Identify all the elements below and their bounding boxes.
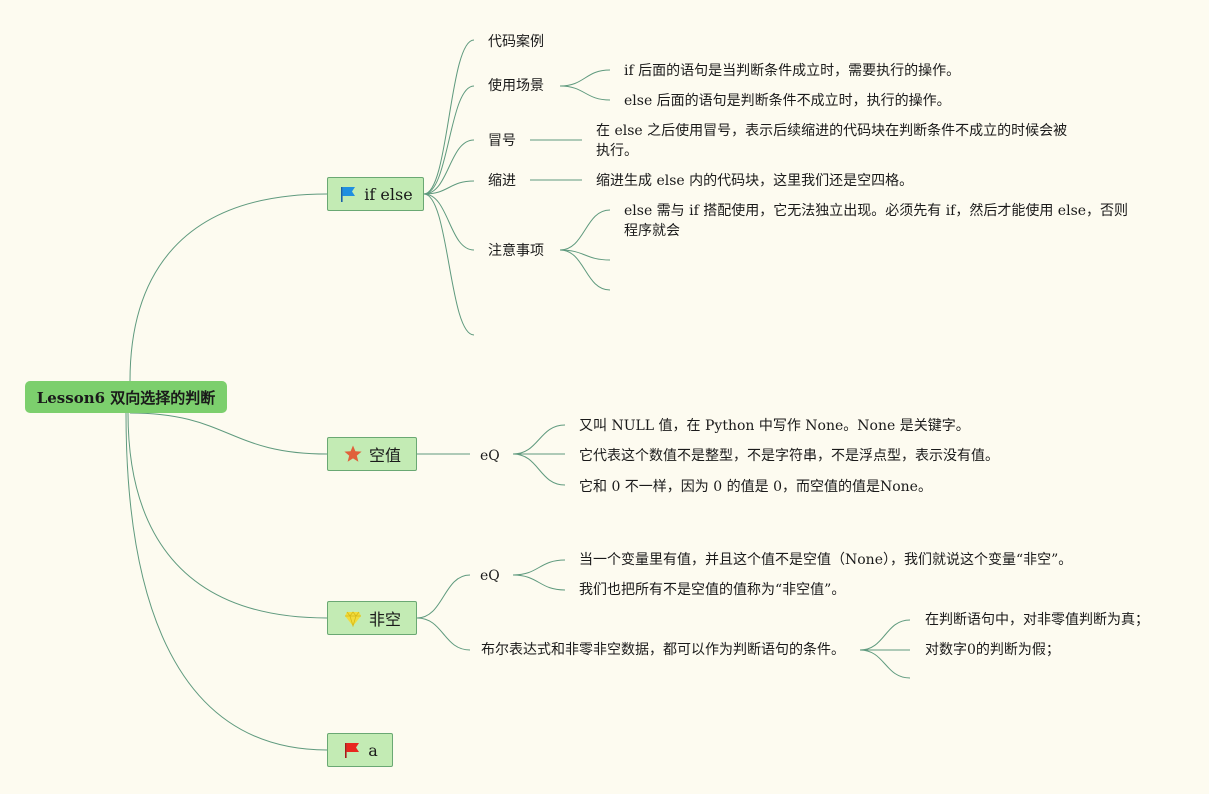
- topic-notes-detail[interactable]: else 需与 if 搭配使用，它无法独立出现。必须先有 if，然后才能使用 e…: [624, 203, 1129, 239]
- topic-indent-detail[interactable]: 缩进生成 else 内的代码块，这里我们还是空四格。: [596, 173, 914, 189]
- edge-usecase-2: [559, 85, 611, 101]
- edge-root-null: [129, 412, 328, 455]
- edge-ifelse-c3: [423, 139, 475, 195]
- branch-if-else-label: if else: [364, 184, 413, 204]
- edge-notes-1: [559, 209, 611, 251]
- edge-null-item-1: [512, 424, 566, 455]
- blue-flag-icon: [338, 184, 358, 204]
- edge-notes-3: [559, 249, 611, 291]
- edge-root-ifelse: [129, 193, 328, 382]
- central-topic-label: Lesson6 双向选择的判断: [36, 388, 216, 407]
- edge-nonnull-bool: [416, 617, 471, 651]
- branch-non-null-label: 非空: [368, 610, 401, 629]
- red-flag-icon: [342, 740, 362, 760]
- edge-ifelse-c6: [423, 193, 475, 336]
- branch-a[interactable]: a: [327, 733, 393, 767]
- edge-ifelse-c4: [423, 180, 475, 195]
- topic-non-null-item-2[interactable]: 我们也把所有不是空值的值称为“非空值”。: [579, 582, 846, 598]
- topic-non-null-eq[interactable]: eQ: [480, 568, 500, 584]
- topic-colon-detail[interactable]: 在 else 之后使用冒号，表示后续缩进的代码块在判断条件不成立的时候会被执行。: [596, 123, 1068, 159]
- edge-root-nonnull: [127, 412, 328, 619]
- edge-nonnull-item-1: [512, 559, 566, 576]
- edge-nonnull-eq: [416, 574, 471, 619]
- edge-usecase-1: [559, 69, 611, 87]
- topic-boolean-item-1[interactable]: 在判断语句中，对非零值判断为真；: [925, 612, 1149, 628]
- topic-null-item-1[interactable]: 又叫 NULL 值，在 Python 中写作 None。None 是关键字。: [579, 418, 970, 434]
- topic-boolean-item-2[interactable]: 对数字0的判断为假；: [925, 642, 1060, 658]
- edge-ifelse-c5: [423, 193, 475, 251]
- branch-a-label: a: [368, 740, 378, 760]
- central-topic[interactable]: Lesson6 双向选择的判断: [25, 381, 227, 413]
- topic-if-statement[interactable]: if 后面的语句是当判断条件成立时，需要执行的操作。: [624, 63, 961, 79]
- topic-null-item-3[interactable]: 它和 0 不一样，因为 0 的值是 0，而空值的值是None。: [579, 479, 932, 495]
- edge-bool-item-3: [859, 649, 911, 679]
- edge-nonnull-item-2: [512, 574, 566, 591]
- topic-indent[interactable]: 缩进: [488, 173, 516, 189]
- orange-star-icon: [343, 444, 363, 464]
- topic-null-eq[interactable]: eQ: [480, 448, 500, 464]
- edge-ifelse-c2: [423, 85, 475, 195]
- edge-ifelse-c1: [423, 39, 475, 195]
- yellow-lightbulb-icon: [343, 608, 363, 628]
- topic-notes[interactable]: 注意事项: [488, 243, 544, 259]
- topic-else-statement[interactable]: else 后面的语句是判断条件不成立时，执行的操作。: [624, 93, 951, 109]
- topic-use-case[interactable]: 使用场景: [488, 78, 544, 94]
- edge-null-item-3: [512, 453, 566, 486]
- branch-if-else[interactable]: if else: [327, 177, 424, 211]
- topic-code-example[interactable]: 代码案例: [488, 34, 544, 50]
- topic-null-item-2[interactable]: 它代表这个数值不是整型，不是字符串，不是浮点型，表示没有值。: [579, 448, 999, 464]
- edge-bool-item-1: [859, 619, 911, 651]
- edge-root-a: [125, 412, 328, 751]
- branch-null-value[interactable]: 空值: [327, 437, 417, 471]
- topic-non-null-item-1[interactable]: 当一个变量里有值，并且这个值不是空值（None），我们就说这个变量“非空”。: [579, 552, 1073, 568]
- topic-boolean-condition[interactable]: 布尔表达式和非零非空数据，都可以作为判断语句的条件。: [481, 642, 845, 658]
- topic-colon[interactable]: 冒号: [488, 133, 516, 149]
- branch-non-null[interactable]: 非空: [327, 601, 417, 635]
- branch-null-value-label: 空值: [368, 446, 401, 465]
